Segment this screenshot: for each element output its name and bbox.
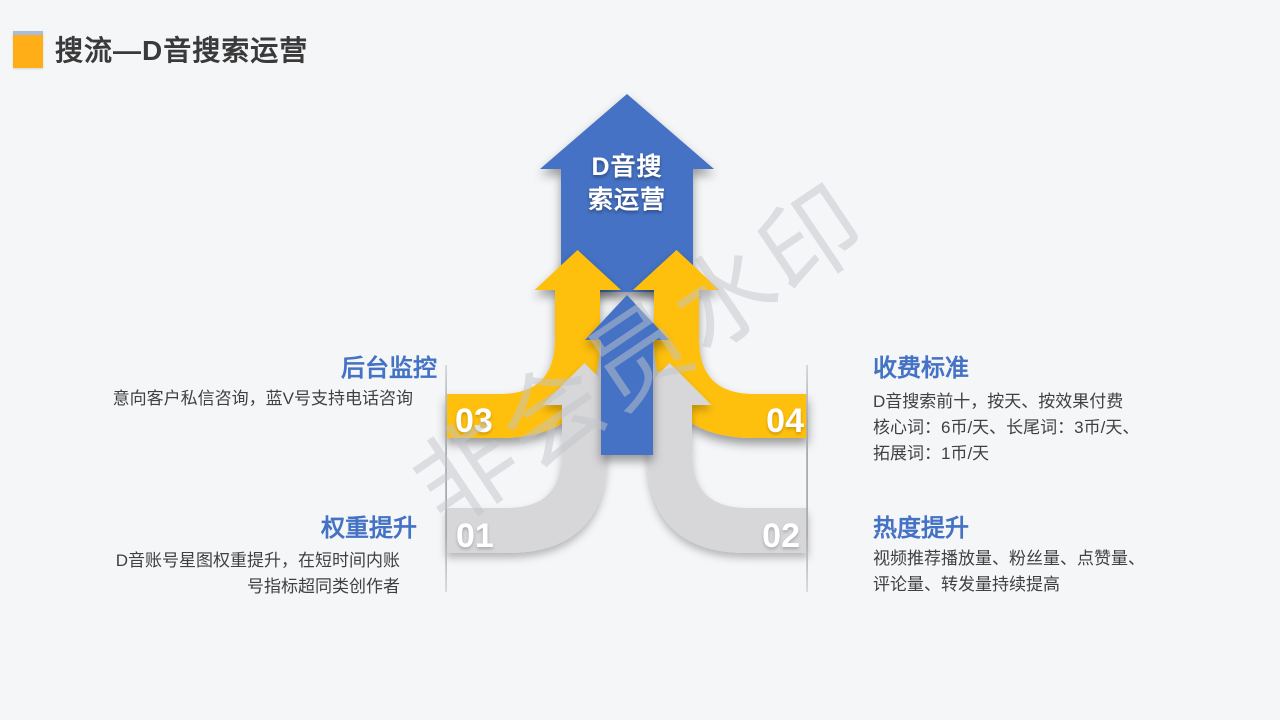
body-line: D音搜索前十，按天、按效果付费 — [873, 392, 1124, 411]
main-arrow-label: D音搜 索运营 — [560, 151, 694, 217]
section-body-heat: 视频推荐播放量、粉丝量、点赞量、 评论量、转发量持续提高 — [873, 546, 1145, 598]
main-arrow-label-line1: D音搜 — [591, 153, 663, 181]
body-line: 评论量、转发量持续提高 — [873, 575, 1060, 594]
section-heading-heat: 热度提升 — [873, 515, 969, 542]
step-number-03: 03 — [455, 402, 493, 440]
body-line: D音账号星图权重提升，在短时间内账 — [115, 551, 400, 570]
main-arrow-label-line2: 索运营 — [587, 186, 666, 214]
right-divider-line — [806, 365, 808, 592]
page-title: 搜流—D音搜索运营 — [55, 35, 309, 66]
step-number-02: 02 — [762, 517, 800, 555]
section-heading-pricing: 收费标准 — [873, 355, 969, 382]
gray-curved-arrow-right — [627, 363, 808, 553]
section-heading-backstage: 后台监控 — [341, 355, 437, 382]
body-line: 意向客户私信咨询，蓝V号支持电话咨询 — [112, 389, 413, 408]
step-number-01: 01 — [456, 517, 494, 555]
section-heading-weight: 权重提升 — [321, 515, 417, 542]
step-number-04: 04 — [766, 402, 804, 440]
body-line: 号指标超同类创作者 — [247, 577, 400, 596]
main-blue-arrow — [540, 94, 714, 292]
section-body-pricing: D音搜索前十，按天、按效果付费 核心词：6币/天、长尾词：3币/天、 拓展词：1… — [873, 389, 1139, 467]
body-line: 核心词：6币/天、长尾词：3币/天、 — [873, 418, 1140, 437]
title-bullet-square — [13, 31, 43, 68]
section-body-backstage: 意向客户私信咨询，蓝V号支持电话咨询 — [113, 386, 413, 412]
section-body-weight: D音账号星图权重提升，在短时间内账 号指标超同类创作者 — [116, 548, 400, 600]
gray-curved-arrow-left — [446, 363, 627, 553]
body-line: 拓展词：1币/天 — [873, 444, 990, 463]
left-divider-line — [445, 365, 447, 592]
body-line: 视频推荐播放量、粉丝量、点赞量、 — [873, 549, 1145, 568]
small-blue-arrow — [585, 295, 669, 455]
